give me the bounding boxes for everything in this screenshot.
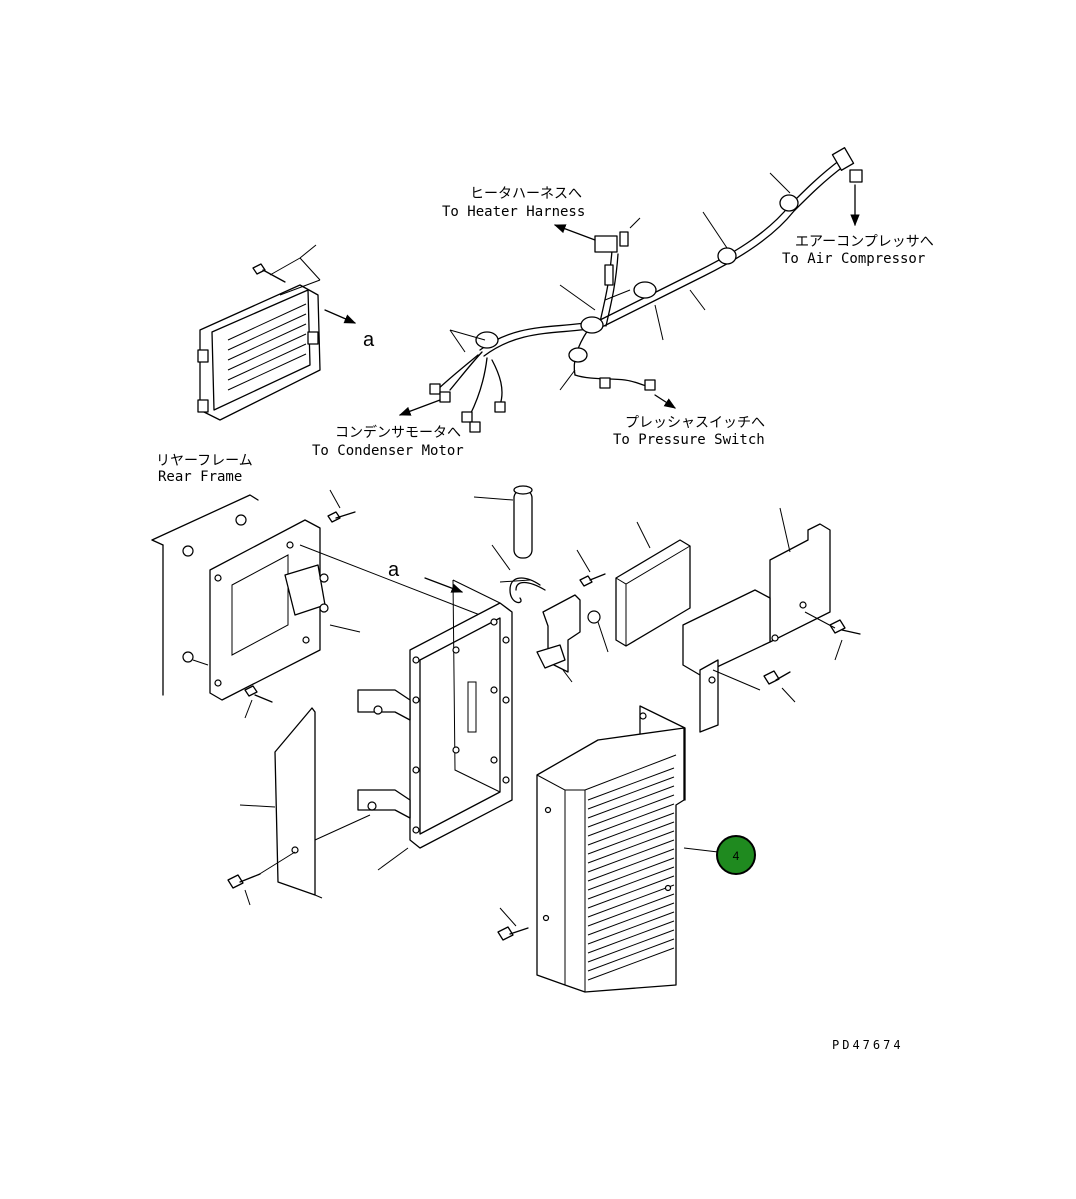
grille-slat (587, 938, 675, 972)
grille-slat (587, 893, 675, 927)
label-condenser-motor-jp: コンデンサモータへ (335, 424, 461, 441)
receiver-dryer (473, 485, 609, 683)
ref-a-condenser: a (363, 329, 375, 351)
side-plate (227, 707, 371, 906)
grille-slat (587, 848, 675, 882)
label-rear-frame-jp: リヤーフレーム (156, 453, 253, 469)
label-condenser-motor-en: To Condenser Motor (312, 443, 464, 459)
grille-slat (587, 767, 675, 801)
label-pressure-switch-en: To Pressure Switch (613, 432, 765, 448)
grille-slat (587, 857, 675, 891)
label-rear-frame-en: Rear Frame (158, 469, 242, 485)
grille-slat (587, 884, 675, 918)
grille-slat (587, 839, 675, 873)
grille-slat (587, 803, 675, 837)
grille-slat (587, 821, 675, 855)
grille-slat (587, 920, 675, 954)
filter-pad (615, 521, 691, 647)
grille-slat (587, 776, 675, 810)
labels: ヒータハーネスへ To Heater Harness エアーコンプレッサへ To… (156, 186, 934, 1052)
grille-slat (587, 929, 675, 963)
callout-part-4[interactable]: 4 (716, 835, 756, 875)
grille-cover (497, 705, 719, 993)
condenser-unit (197, 244, 357, 421)
rear-frame (151, 494, 259, 696)
grille-slat (587, 947, 675, 981)
drawing-code: PD47674 (832, 1038, 904, 1052)
grille-slat (587, 902, 675, 936)
grille-slat (587, 830, 675, 864)
callout-number: 4 (733, 849, 740, 863)
grille-slat (587, 785, 675, 819)
label-air-compressor-jp: エアーコンプレッサへ (795, 234, 934, 250)
grille-slat (587, 911, 675, 945)
right-cover (682, 507, 861, 733)
grille-slat (587, 812, 675, 846)
label-heater-harness-en: To Heater Harness (442, 204, 585, 220)
wiring-harness (398, 147, 863, 433)
grille-slat (587, 794, 675, 828)
grille-slat (587, 875, 675, 909)
label-pressure-switch-jp: プレッシャスイッチへ (625, 415, 765, 431)
label-heater-harness-jp: ヒータハーネスへ (470, 186, 582, 202)
label-air-compressor-en: To Air Compressor (782, 251, 925, 267)
ref-a-frame: a (388, 559, 400, 581)
grille-slat (587, 866, 675, 900)
mounting-bracket (209, 489, 481, 719)
main-frame (357, 577, 513, 871)
